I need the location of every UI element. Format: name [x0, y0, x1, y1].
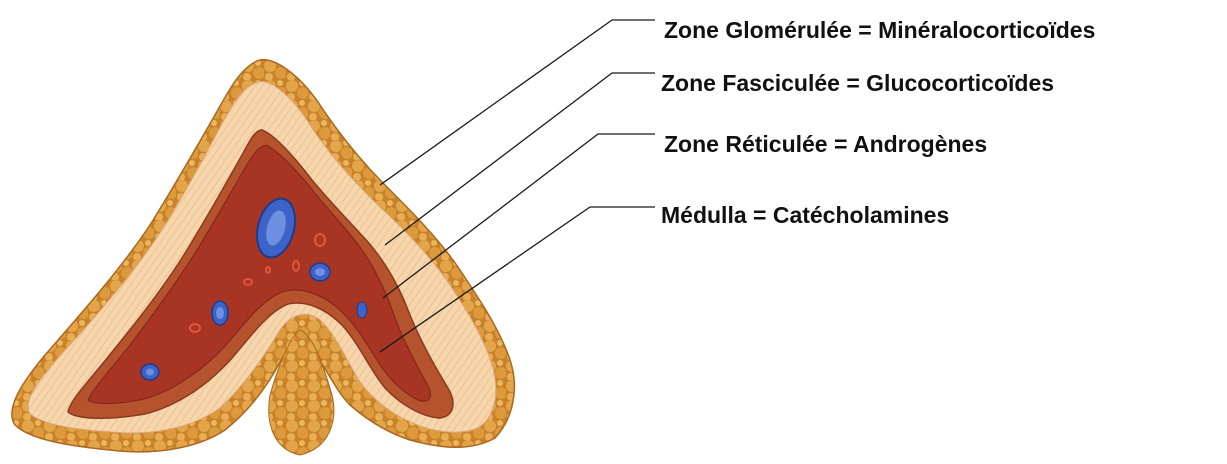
label-medulla: Médulla = Catécholamines: [661, 202, 949, 228]
label-zone-reticulee: Zone Réticulée = Androgènes: [664, 131, 987, 157]
label-zone-fasciculee: Zone Fasciculée = Glucocorticoïdes: [661, 70, 1054, 96]
leader-line-fasciculata: [385, 73, 655, 245]
leader-line-glomerulosa: [380, 20, 655, 185]
label-zone-glomerulee: Zone Glomérulée = Minéralocorticoïdes: [664, 17, 1095, 43]
